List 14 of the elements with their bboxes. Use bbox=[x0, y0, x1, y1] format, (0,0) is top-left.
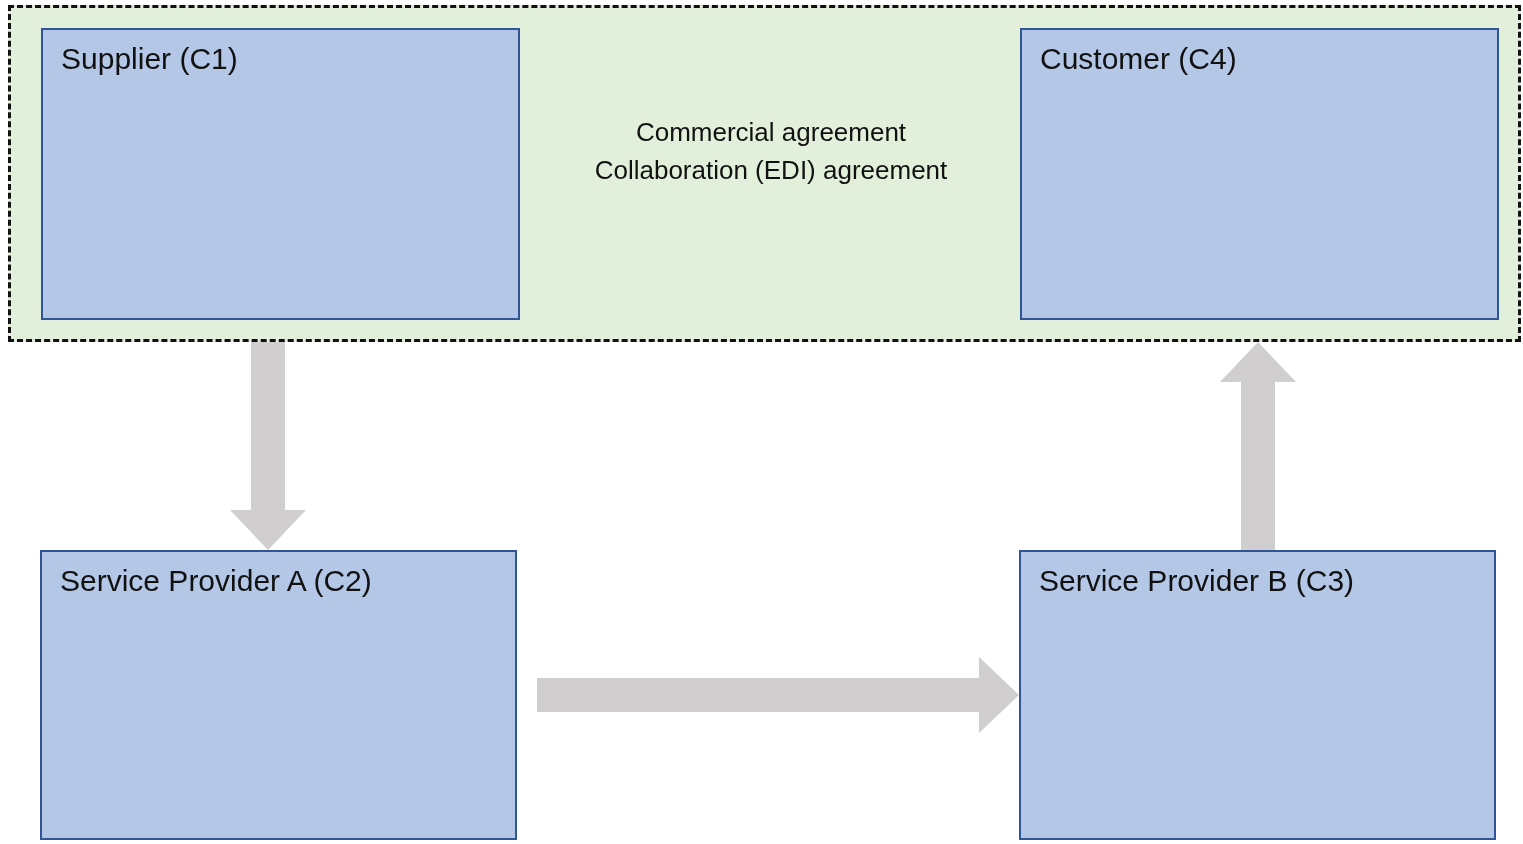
box-title: Customer (C4) bbox=[1040, 42, 1238, 76]
box-title: Supplier (C1) bbox=[61, 42, 239, 76]
block-arrow bbox=[230, 342, 306, 550]
agreement-band bbox=[8, 5, 1521, 342]
band-label: Collaboration (EDI) agreement bbox=[593, 154, 949, 187]
party-box bbox=[41, 28, 520, 320]
band-label: Commercial agreement bbox=[634, 116, 908, 149]
box-title: Service Provider A (C2) bbox=[60, 564, 373, 598]
party-box bbox=[1020, 28, 1499, 320]
block-arrow bbox=[1220, 342, 1296, 550]
party-box bbox=[1019, 550, 1496, 840]
block-arrow bbox=[537, 657, 1019, 733]
party-box bbox=[40, 550, 517, 840]
box-title: Service Provider B (C3) bbox=[1039, 564, 1356, 598]
